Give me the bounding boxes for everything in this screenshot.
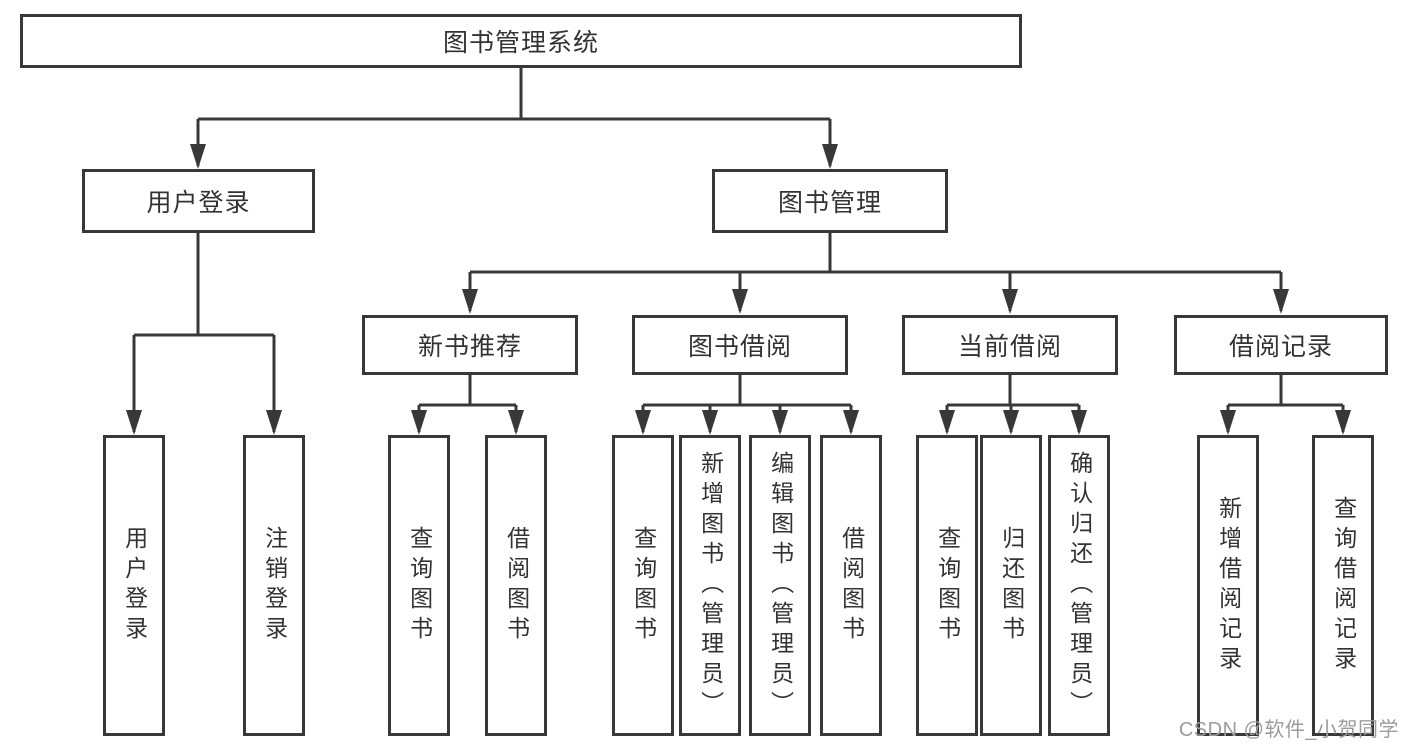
arrow-down-icon <box>1003 410 1019 435</box>
arrow-down-icon <box>411 410 427 435</box>
arrow-down-icon <box>939 410 955 435</box>
arrow-down-icon <box>462 289 478 314</box>
leaf-add-book-admin: 新增图书（管理员） <box>679 435 741 736</box>
leaf-return-books: 归还图书 <box>980 435 1042 736</box>
node-book-management: 图书管理 <box>712 169 948 233</box>
leaf-label: 编辑图书（管理员） <box>767 450 794 721</box>
leaf-label: 查询借阅记录 <box>1330 495 1357 676</box>
leaf-add-borrow-record: 新增借阅记录 <box>1197 435 1259 736</box>
leaf-borrow-books-recommend: 借阅图书 <box>485 435 547 736</box>
connector-root-to-level2 <box>196 68 832 166</box>
arrow-down-icon <box>508 410 524 435</box>
arrow-down-icon <box>126 410 142 435</box>
leaf-user-login: 用户登录 <box>103 435 165 736</box>
arrow-down-icon <box>1220 410 1236 435</box>
arrow-down-icon <box>1071 410 1087 435</box>
node-user-login: 用户登录 <box>82 169 315 233</box>
arrow-down-icon <box>1273 289 1289 314</box>
arrow-down-icon <box>266 410 282 435</box>
leaf-borrow-books: 借阅图书 <box>820 435 882 736</box>
leaf-label: 注销登录 <box>261 525 288 646</box>
node-new-book-recommendation: 新书推荐 <box>362 315 578 375</box>
leaf-label: 用户登录 <box>121 525 148 646</box>
connector-book-management-to-level3 <box>468 233 1283 311</box>
node-book-borrowing: 图书借阅 <box>632 315 848 375</box>
leaf-query-books-borrow: 查询图书 <box>612 435 674 736</box>
leaf-label: 确认归还（管理员） <box>1066 450 1093 721</box>
connector-borrow-records-to-leaves <box>1226 375 1345 432</box>
leaf-confirm-return-admin: 确认归还（管理员） <box>1048 435 1110 736</box>
node-current-borrowing: 当前借阅 <box>902 315 1118 375</box>
leaf-label: 查询图书 <box>406 525 433 646</box>
connector-user-login-to-leaves <box>132 233 276 432</box>
leaf-query-borrow-record: 查询借阅记录 <box>1312 435 1374 736</box>
arrow-down-icon <box>702 410 718 435</box>
arrow-down-icon <box>635 410 651 435</box>
leaf-logout: 注销登录 <box>243 435 305 736</box>
leaf-edit-book-admin: 编辑图书（管理员） <box>749 435 811 736</box>
arrow-down-icon <box>772 410 788 435</box>
arrow-down-icon <box>843 410 859 435</box>
node-library-management-system: 图书管理系统 <box>20 14 1022 68</box>
leaf-label: 新增借阅记录 <box>1215 495 1242 676</box>
arrowheads <box>126 144 1351 435</box>
leaf-label: 归还图书 <box>998 525 1025 646</box>
node-borrowing-records: 借阅记录 <box>1174 315 1388 375</box>
arrow-down-icon <box>190 144 206 169</box>
leaf-query-books-recommend: 查询图书 <box>388 435 450 736</box>
connector-book-borrow-to-leaves <box>641 375 853 432</box>
leaf-label: 查询图书 <box>630 525 657 646</box>
leaf-label: 借阅图书 <box>838 525 865 646</box>
connector-new-book-to-leaves <box>417 375 518 432</box>
leaf-label: 借阅图书 <box>503 525 530 646</box>
leaf-query-books-current: 查询图书 <box>916 435 978 736</box>
leaf-label: 查询图书 <box>934 525 961 646</box>
arrow-down-icon <box>822 144 838 169</box>
arrow-down-icon <box>1335 410 1351 435</box>
arrow-down-icon <box>1002 289 1018 314</box>
leaf-label: 新增图书（管理员） <box>697 450 724 721</box>
arrow-down-icon <box>732 289 748 314</box>
csdn-watermark: CSDN @软件_小贺同学 <box>1178 719 1399 741</box>
